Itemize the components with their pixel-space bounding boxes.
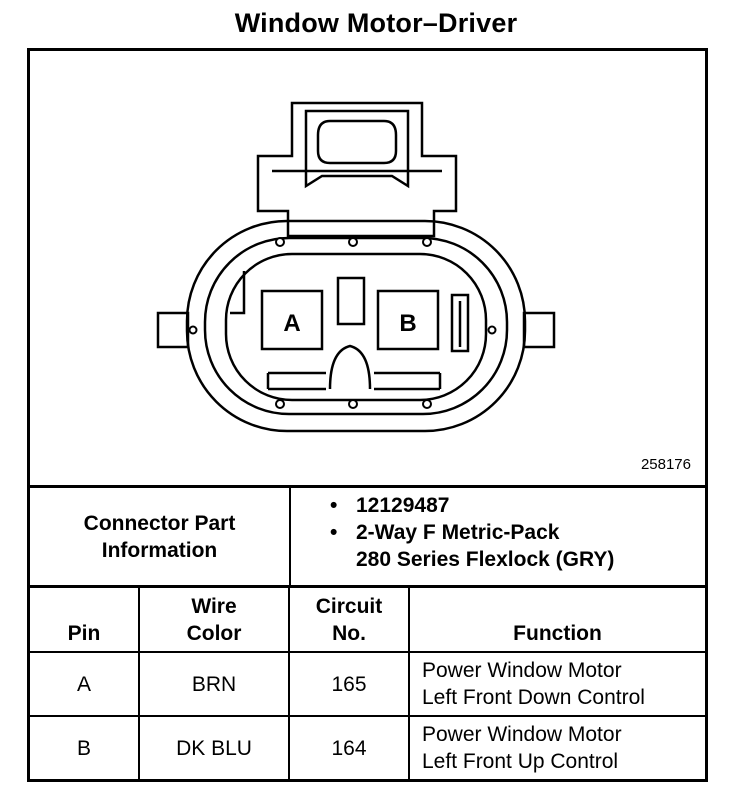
- part-number: 12129487: [356, 494, 450, 517]
- rivet: [348, 399, 358, 409]
- latch-slot: [316, 119, 398, 165]
- description-item: • 2-Way F Metric-Pack: [330, 519, 614, 546]
- left-side-tab: [156, 311, 190, 349]
- table-row: A BRN 165 Power Window Motor Left Front …: [30, 651, 705, 717]
- connector-frame: A B 258176 Connector Part Information • …: [27, 48, 708, 782]
- cell-circuit: 165: [288, 651, 410, 717]
- cell-function-line1: Power Window Motor: [422, 723, 622, 746]
- cavity-b: [376, 289, 440, 351]
- connector-info-label: Connector Part Information: [30, 488, 291, 585]
- bullet-icon: •: [330, 521, 338, 544]
- table-row: B DK BLU 164 Power Window Motor Left Fro…: [30, 715, 705, 779]
- header-wire-color: Wire Color: [138, 585, 290, 653]
- connector-info-row: Connector Part Information • 12129487 • …: [30, 488, 705, 588]
- header-wire-color-line1: Wire: [191, 595, 237, 618]
- cell-pin: B: [30, 715, 140, 779]
- left-ledge: [266, 371, 326, 391]
- connector-info-label-line1: Connector Part: [83, 511, 236, 535]
- pin-b-label: B: [399, 310, 416, 337]
- page-title: Window Motor–Driver: [234, 8, 518, 38]
- cell-function: Power Window Motor Left Front Up Control: [408, 715, 705, 779]
- figure-number: 258176: [640, 456, 691, 473]
- header-function: Function: [408, 585, 705, 653]
- cell-circuit: 164: [288, 715, 410, 779]
- bullet-icon: •: [330, 494, 338, 517]
- description-line2: 280 Series Flexlock (GRY): [356, 548, 615, 571]
- latch-inner: [304, 109, 410, 189]
- cell-function-line2: Left Front Down Control: [422, 686, 645, 709]
- connector-face-diagram: A B: [156, 101, 556, 433]
- cell-wire-color: BRN: [138, 651, 290, 717]
- center-key: [336, 276, 366, 326]
- housing-inner: [224, 252, 488, 402]
- housing-middle: [203, 236, 509, 416]
- pin-a-label: A: [283, 310, 300, 337]
- header-pin: Pin: [30, 585, 140, 653]
- connector-drawing: A B 258176: [30, 51, 705, 488]
- right-lock-rib: [450, 293, 470, 353]
- left-lock-rib: [230, 271, 246, 315]
- header-circuit-line1: Circuit: [315, 595, 383, 618]
- cell-pin: A: [30, 651, 140, 717]
- rivet: [275, 399, 285, 409]
- part-number-item: • 12129487: [330, 492, 614, 519]
- header-circuit: Circuit No.: [288, 585, 410, 653]
- description-item-cont: 280 Series Flexlock (GRY): [330, 546, 614, 573]
- right-side-tab: [522, 311, 556, 349]
- rivet: [275, 237, 285, 247]
- table-header-row: Pin Wire Color Circuit No. Function: [30, 585, 705, 653]
- rivet: [188, 325, 198, 335]
- latch-outer: [256, 101, 458, 238]
- housing-outer: [185, 219, 527, 433]
- cell-function: Power Window Motor Left Front Down Contr…: [408, 651, 705, 717]
- header-wire-color-line2: Color: [186, 622, 242, 645]
- connector-info-list: • 12129487 • 2-Way F Metric-Pack 280 Ser…: [330, 492, 614, 573]
- rivet: [487, 325, 497, 335]
- header-circuit-line2: No.: [332, 622, 366, 645]
- pin-table: Pin Wire Color Circuit No. Function A BR…: [30, 585, 705, 779]
- cell-function-line2: Left Front Up Control: [422, 750, 619, 773]
- connector-info-label-line2: Information: [101, 538, 218, 562]
- rivet: [348, 237, 358, 247]
- center-bump: [328, 344, 372, 390]
- rivet: [422, 237, 432, 247]
- right-ledge: [374, 371, 442, 391]
- cavity-a: [260, 289, 324, 351]
- rivet: [422, 399, 432, 409]
- cell-wire-color: DK BLU: [138, 715, 290, 779]
- description-line1: 2-Way F Metric-Pack: [356, 521, 560, 544]
- cell-function-line1: Power Window Motor: [422, 659, 622, 682]
